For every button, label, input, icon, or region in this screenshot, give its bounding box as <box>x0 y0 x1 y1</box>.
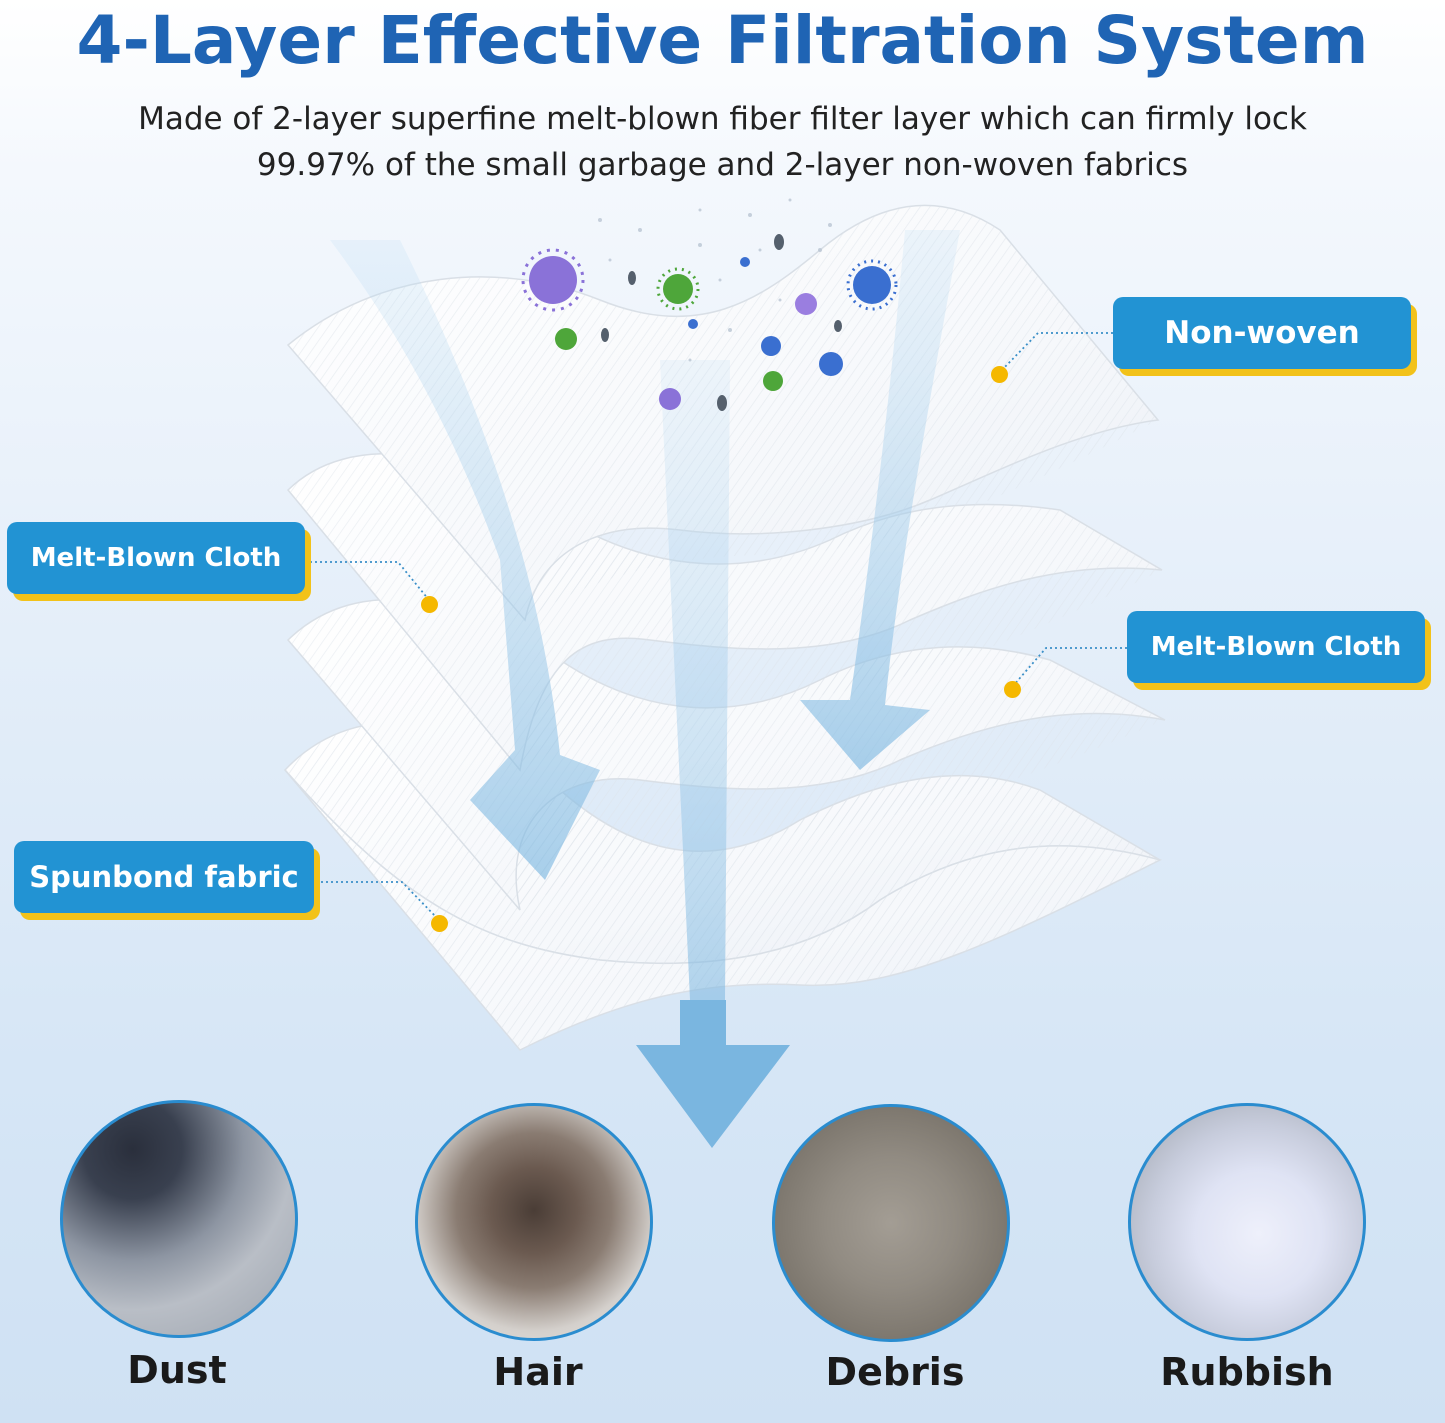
caption-rubbish: Rubbish <box>1160 1350 1334 1394</box>
dust-speck-set <box>601 234 842 411</box>
germ-icon-purple-large <box>521 248 585 312</box>
caption-debris: Debris <box>825 1350 965 1394</box>
marker-dot-melt-blown-left <box>421 596 438 613</box>
subtitle-line-1: Made of 2-layer superfine melt-blown fib… <box>138 101 1307 137</box>
label-melt-blown-left: Melt-Blown Cloth <box>7 522 305 594</box>
germ-icon-blue-large <box>846 259 898 311</box>
label-spunbond: Spunbond fabric <box>14 841 314 913</box>
leader-lines <box>305 332 1127 921</box>
page-title: 4-Layer Effective Filtration System <box>76 2 1369 79</box>
dust-image <box>60 1100 298 1338</box>
marker-dot-melt-blown-right <box>1004 681 1021 698</box>
marker-dot-spunbond <box>431 915 448 932</box>
caption-dust: Dust <box>127 1348 227 1392</box>
subtitle-line-2: 99.97% of the small garbage and 2-layer … <box>256 147 1189 183</box>
label-nonwoven: Non-woven <box>1113 297 1411 369</box>
germ-icon-small-set <box>555 257 843 410</box>
particles-cluster <box>521 198 898 411</box>
down-arrow-icon <box>636 1000 790 1148</box>
page-subtitle: Made of 2-layer superfine melt-blown fib… <box>40 96 1405 188</box>
rubbish-image <box>1128 1103 1366 1341</box>
caption-hair: Hair <box>493 1350 583 1394</box>
debris-image <box>772 1104 1010 1342</box>
label-melt-blown-right: Melt-Blown Cloth <box>1127 611 1425 683</box>
hair-image <box>415 1103 653 1341</box>
germ-icon-green <box>656 267 700 311</box>
airflow-arrows <box>330 230 960 1000</box>
marker-dot-nonwoven <box>991 366 1008 383</box>
